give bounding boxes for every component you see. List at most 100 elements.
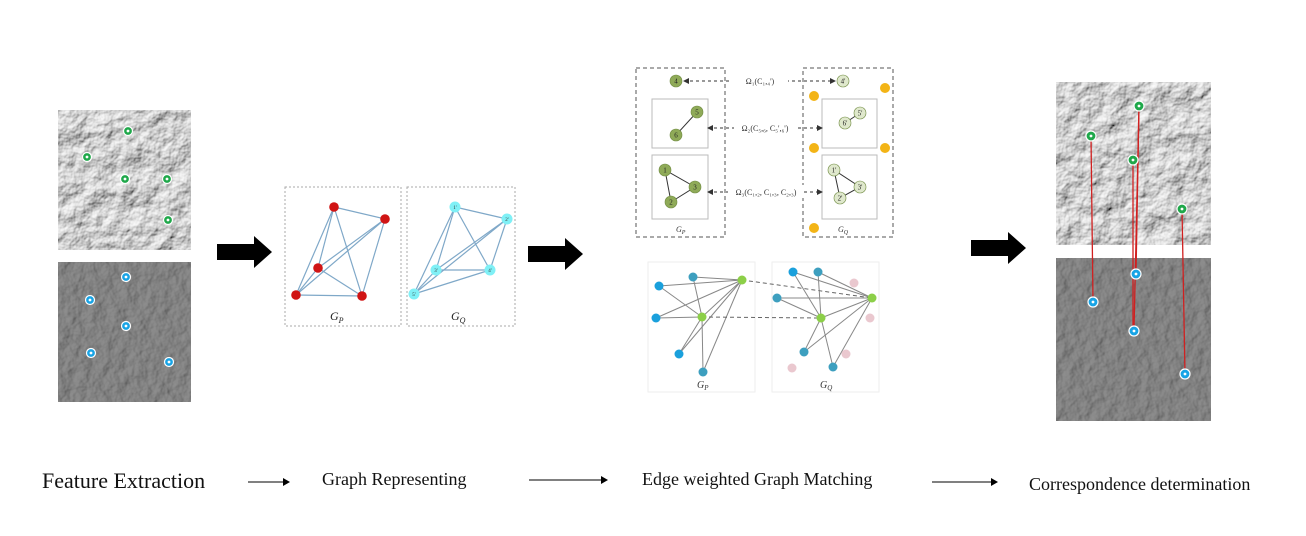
gq-node-2 bbox=[501, 213, 513, 225]
sar-match-point-3-center bbox=[1132, 329, 1136, 333]
left-node-2-label: 2 bbox=[669, 199, 673, 207]
optical-match-point-3-center bbox=[1131, 158, 1135, 162]
gq-mid-edge-5 bbox=[820, 317, 834, 368]
optical-match-point-2-center bbox=[1089, 134, 1093, 138]
outlier-node-5 bbox=[809, 223, 819, 233]
gq-hub-edge-1 bbox=[792, 271, 873, 299]
gp-match-node-3 bbox=[651, 313, 661, 323]
green-feature-points bbox=[81, 125, 174, 226]
stage-label-edge-weighted-matching: Edge weighted Graph Matching bbox=[642, 469, 873, 489]
right-edge-box bbox=[821, 98, 878, 149]
right-node-5 bbox=[853, 106, 867, 120]
gq-match-node-3 bbox=[772, 293, 782, 303]
outlier-node-2 bbox=[880, 83, 890, 93]
sar-match-point-1-center bbox=[1134, 272, 1138, 276]
gq-match-node-5 bbox=[828, 362, 838, 372]
gq-hub-edge-2 bbox=[817, 271, 873, 299]
gp-mid-edge-1 bbox=[658, 285, 703, 318]
gp-edge-7 bbox=[361, 218, 386, 297]
gp-edge-6 bbox=[295, 218, 386, 296]
gq-node-3 bbox=[430, 264, 442, 276]
gp-nodes bbox=[291, 202, 390, 301]
gp-node-2 bbox=[380, 214, 390, 224]
left-node-1 bbox=[658, 163, 672, 177]
correspondence-lines bbox=[1090, 105, 1186, 375]
green-feature-point-4-center bbox=[165, 177, 169, 181]
gq-nodes: 1'2'3'4'5' bbox=[408, 201, 513, 300]
right-node-3 bbox=[853, 180, 867, 194]
gp-node-5 bbox=[357, 291, 367, 301]
matching-gp-label: GP bbox=[697, 380, 709, 392]
omega1-label: Ω₁(C₁,₄') bbox=[746, 77, 775, 86]
right-node-4 bbox=[836, 74, 850, 88]
gq-edge-1 bbox=[454, 206, 508, 220]
optical-match-point-1-center bbox=[1137, 104, 1141, 108]
sar-match-point-4-center bbox=[1183, 372, 1187, 376]
gq-node-1 bbox=[449, 201, 461, 213]
gq-mid-edge-2 bbox=[817, 271, 822, 319]
matching-gq-label: GQ bbox=[820, 380, 832, 392]
right-node-5-label: 5' bbox=[858, 110, 863, 118]
gq-node-label-2: 2' bbox=[505, 218, 509, 223]
gq-edge-4 bbox=[413, 206, 456, 295]
gq-match-node-4 bbox=[799, 347, 809, 357]
blue-feature-point-5-center bbox=[167, 360, 171, 364]
gq-match-node-2 bbox=[813, 267, 823, 277]
right-node-4-label: 4' bbox=[841, 78, 846, 86]
gp-edge-5 bbox=[317, 218, 386, 269]
gp-mid-edge-3 bbox=[655, 316, 703, 319]
gq-outlier-node-1 bbox=[849, 278, 859, 288]
gp-edge-8 bbox=[295, 267, 319, 296]
gq-mid-node bbox=[816, 313, 826, 323]
gq-hub-edge-4 bbox=[803, 297, 873, 353]
correspondence-line-5 bbox=[1181, 208, 1186, 375]
outlier-node-3 bbox=[809, 143, 819, 153]
green-feature-point-1-center bbox=[126, 129, 130, 133]
right-node-2 bbox=[833, 191, 847, 205]
right-node-6 bbox=[838, 116, 852, 130]
match-line-1 bbox=[741, 279, 873, 299]
gp-edge-4 bbox=[333, 206, 363, 297]
correspondence-points bbox=[1085, 100, 1191, 380]
matching-gq-panel bbox=[771, 261, 880, 393]
gp-match-node-2 bbox=[688, 272, 698, 282]
right-triangle bbox=[833, 168, 861, 199]
left-node-4 bbox=[669, 74, 683, 88]
right-node-2-label: 2' bbox=[838, 195, 843, 203]
gp-edge-1 bbox=[333, 206, 386, 220]
gq-edge-7 bbox=[413, 218, 508, 295]
blue-feature-point-3-center bbox=[124, 324, 128, 328]
gp-node-1 bbox=[329, 202, 339, 212]
stage-label-graph-representing: Graph Representing bbox=[322, 469, 467, 489]
big-arrow-1 bbox=[217, 236, 272, 268]
correspondence-line-1 bbox=[1090, 135, 1094, 303]
gq-edge-3 bbox=[454, 206, 491, 271]
gp-match-node-5 bbox=[698, 367, 708, 377]
gq-mid-edge-4 bbox=[803, 317, 822, 353]
gq-match-node-1 bbox=[788, 267, 798, 277]
gq-node-5 bbox=[408, 288, 420, 300]
gp-hub-node bbox=[737, 275, 747, 285]
left-node-6-label: 6 bbox=[674, 132, 678, 140]
gq-hub-edge-5 bbox=[832, 297, 873, 368]
gq-node-label-3: 3' bbox=[434, 269, 438, 274]
gq-hub-node bbox=[867, 293, 877, 303]
gp-panel bbox=[284, 186, 402, 327]
gp-hub-edge-2 bbox=[692, 276, 743, 281]
gp-edges bbox=[295, 206, 386, 297]
stage-label-correspondence: Correspondence determination bbox=[1029, 474, 1251, 494]
gq-label: GQ bbox=[451, 309, 466, 325]
big-arrow-2 bbox=[528, 238, 583, 270]
blue-feature-point-4-center bbox=[89, 351, 93, 355]
gp-edge-10 bbox=[295, 294, 363, 297]
left-node-3 bbox=[688, 180, 702, 194]
gp-match-node-1 bbox=[654, 281, 664, 291]
gp-hub-edge-3 bbox=[655, 279, 743, 319]
gp-edge-2 bbox=[317, 206, 335, 269]
blue-feature-point-2-center bbox=[88, 298, 92, 302]
optical-match-point-4-center bbox=[1180, 207, 1184, 211]
gq-node-label-4: 4' bbox=[488, 269, 492, 274]
big-arrow-3 bbox=[971, 232, 1026, 264]
